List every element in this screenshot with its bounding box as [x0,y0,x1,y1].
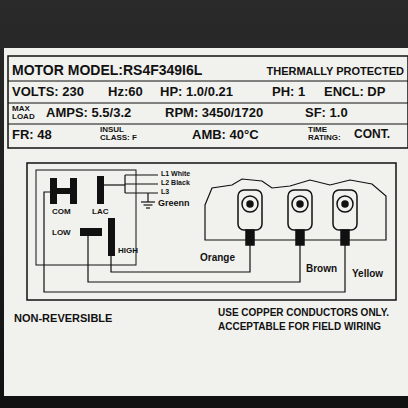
rating-value: HP: 1.0/0.21 [160,85,233,100]
lead-name: L3 [161,188,169,196]
rating-value: Hz:60 [108,85,143,100]
rating-note: THERMALLY PROTECTED [266,65,404,78]
wire-color: Brown [306,263,337,275]
notice-text: ACCEPTABLE FOR FIELD WIRING [218,321,381,333]
wire-color: Yellow [352,268,383,280]
wire-color: Orange [200,252,235,264]
rating-value: ENCL: DP [324,85,385,100]
rating-value: AMB: 40°C [192,128,259,143]
motor-terminals [238,190,357,245]
rating-value: RPM: 3450/1720 [165,106,263,121]
wires [44,175,345,292]
model-number: MOTOR MODEL:RS4F349I6L [12,62,202,78]
notice-text: NON-REVERSIBLE [14,312,112,325]
label-plate [4,48,408,396]
terminal-bars [50,176,115,256]
speed-tap: HIGH [118,246,138,255]
lead-name: L1 White [161,170,190,178]
table-rules [8,56,408,148]
terminal-name: COM [52,207,71,216]
rating-heading: MAX LOAD [12,105,40,122]
rating-value: PH: 1 [272,85,305,100]
terminal-name: LAC [92,207,108,216]
rating-heading: INSUL CLASS: F [100,126,144,143]
diagram-frame [27,163,396,300]
rating-value: AMPS: 5.5/3.2 [46,106,131,121]
rating-heading: TIME RATING: [308,126,350,143]
rating-value: VOLTS: 230 [12,85,84,100]
rating-value: CONT. [354,128,390,142]
speed-tap: LOW [52,228,71,237]
rating-value: FR: 48 [12,128,52,143]
ground-label: Greenn [158,198,190,208]
rating-value: SF: 1.0 [305,106,348,121]
notice-text: USE COPPER CONDUCTORS ONLY. [218,307,389,319]
lead-name: L2 Black [161,179,190,187]
